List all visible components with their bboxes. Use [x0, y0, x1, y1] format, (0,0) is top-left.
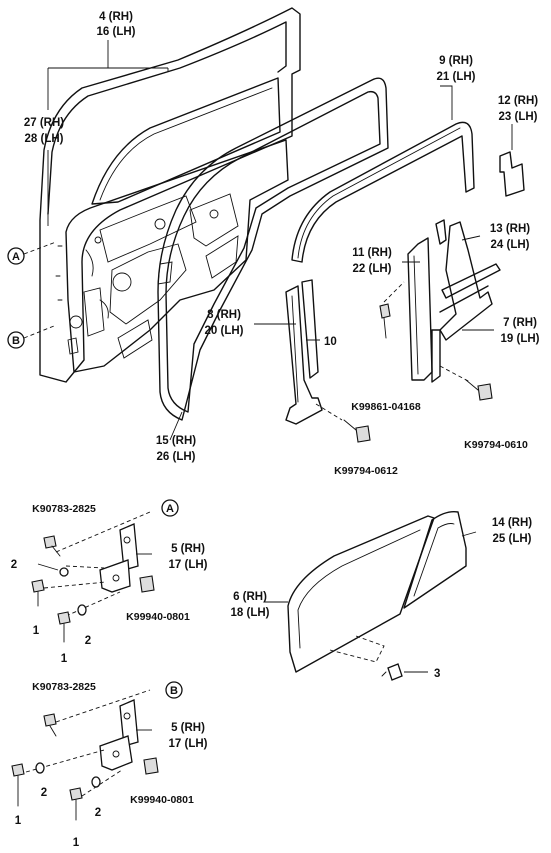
svg-text:19 (LH): 19 (LH): [501, 333, 540, 345]
front-channel: [285, 279, 323, 425]
label-door-frame: 4 (RH) 16 (LH): [97, 11, 136, 38]
glass-run-channel: [291, 121, 475, 263]
svg-text:B: B: [170, 685, 178, 697]
callout-a-hinge: A: [161, 499, 179, 517]
label-lower-hinge: 5 (RH) 17 (LH): [169, 722, 208, 750]
svg-text:8 (RH): 8 (RH): [207, 309, 241, 321]
label-upper-nut: K99940-0801: [126, 611, 190, 623]
label-lower-washer-2a: 2: [41, 787, 47, 799]
label-lower-bolt-top: K90783-2825: [32, 681, 96, 693]
callout-b-door-dash: [23, 325, 55, 339]
svg-text:28 (LH): 28 (LH): [25, 133, 64, 145]
svg-text:6 (RH): 6 (RH): [233, 591, 267, 603]
division-bar: [407, 219, 447, 381]
label-upper-hinge: 5 (RH) 17 (LH): [169, 543, 208, 571]
svg-text:12 (RH): 12 (RH): [498, 95, 538, 107]
label-lower-bolt-1a: 1: [15, 815, 22, 827]
lower-hinge: [11, 689, 159, 821]
svg-text:A: A: [166, 503, 174, 515]
svg-text:17 (LH): 17 (LH): [169, 559, 208, 571]
svg-text:B: B: [12, 335, 20, 347]
svg-text:16 (LH): 16 (LH): [97, 26, 136, 38]
bolt-k99861: [379, 303, 391, 339]
label-hinge-side: 27 (RH) 28 (LH): [24, 117, 64, 145]
door-glass: [287, 515, 435, 673]
svg-text:25 (LH): 25 (LH): [493, 533, 532, 545]
label-weatherstrip: 15 (RH) 26 (LH): [156, 435, 196, 463]
glass-clip: [381, 663, 403, 681]
svg-text:23 (LH): 23 (LH): [499, 111, 538, 123]
label-quarter-channel-upper: 13 (RH) 24 (LH): [490, 223, 530, 251]
label-run-channel: 9 (RH) 21 (LH): [437, 55, 476, 83]
label-division-bar: 11 (RH) 22 (LH): [352, 247, 392, 275]
svg-text:27 (RH): 27 (RH): [24, 117, 64, 129]
callout-b-hinge: B: [165, 681, 183, 699]
door-panel: [39, 7, 301, 383]
label-upper-washer: 2: [11, 559, 17, 571]
callout-b-door: B: [7, 331, 25, 349]
svg-text:21 (LH): 21 (LH): [437, 71, 476, 83]
door-weatherstrip: [157, 77, 389, 421]
svg-text:22 (LH): 22 (LH): [353, 263, 392, 275]
callout-a-door: A: [7, 247, 25, 265]
quarter-channel: [431, 221, 501, 383]
quarter-glass: [403, 510, 467, 609]
svg-text:18 (LH): 18 (LH): [231, 607, 270, 619]
label-lower-nut: K99940-0801: [130, 794, 194, 806]
label-upper-bolt-top: K90783-2825: [32, 503, 96, 515]
label-front-channel: 8 (RH) 20 (LH): [205, 309, 244, 337]
label-bolt-k99794-0610: K99794-0610: [464, 439, 528, 451]
bolt-k99794-0612-dash: [315, 403, 343, 421]
svg-text:20 (LH): 20 (LH): [205, 325, 244, 337]
svg-text:9 (RH): 9 (RH): [439, 55, 473, 67]
upper-hinge: [31, 511, 155, 643]
label-lower-washer-2b: 2: [95, 807, 101, 819]
svg-text:14 (RH): 14 (RH): [492, 517, 532, 529]
svg-text:15 (RH): 15 (RH): [156, 435, 196, 447]
bolt-k99861-dash: [383, 281, 405, 303]
glass-clip-dash: [329, 635, 385, 663]
leader-lines: [37, 40, 513, 731]
label-glass-quarter: 14 (RH) 25 (LH): [492, 517, 532, 545]
bolt-k99794-0610: [465, 379, 493, 401]
svg-text:5 (RH): 5 (RH): [171, 722, 205, 734]
svg-text:24 (LH): 24 (LH): [491, 239, 530, 251]
bracket-part: [499, 151, 525, 197]
label-glass-main: 6 (RH) 18 (LH): [231, 591, 270, 619]
svg-text:17 (LH): 17 (LH): [169, 738, 208, 750]
label-upper-bolt-1b: 1: [61, 653, 68, 665]
svg-text:4 (RH): 4 (RH): [99, 11, 133, 23]
label-upper-washer-2: 2: [85, 635, 91, 647]
svg-text:11 (RH): 11 (RH): [352, 247, 392, 259]
svg-text:7 (RH): 7 (RH): [503, 317, 537, 329]
svg-text:13 (RH): 13 (RH): [490, 223, 530, 235]
bolt-k99794-0612: [343, 419, 371, 443]
svg-text:5 (RH): 5 (RH): [171, 543, 205, 555]
label-guide: 10: [324, 336, 337, 348]
label-bolt-k99794-0612: K99794-0612: [334, 465, 398, 477]
label-bracket: 12 (RH) 23 (LH): [498, 95, 538, 123]
svg-text:26 (LH): 26 (LH): [157, 451, 196, 463]
label-rear-channel: 7 (RH) 19 (LH): [501, 317, 540, 345]
label-upper-bolt-1a: 1: [33, 625, 40, 637]
bolt-k99794-0610-dash: [439, 365, 471, 383]
svg-text:A: A: [12, 251, 20, 263]
label-clip: 3: [434, 668, 440, 680]
callout-a-door-dash: [23, 241, 57, 255]
label-lower-bolt-1b: 1: [73, 837, 80, 849]
label-bolt-k99861: K99861-04168: [351, 401, 421, 413]
